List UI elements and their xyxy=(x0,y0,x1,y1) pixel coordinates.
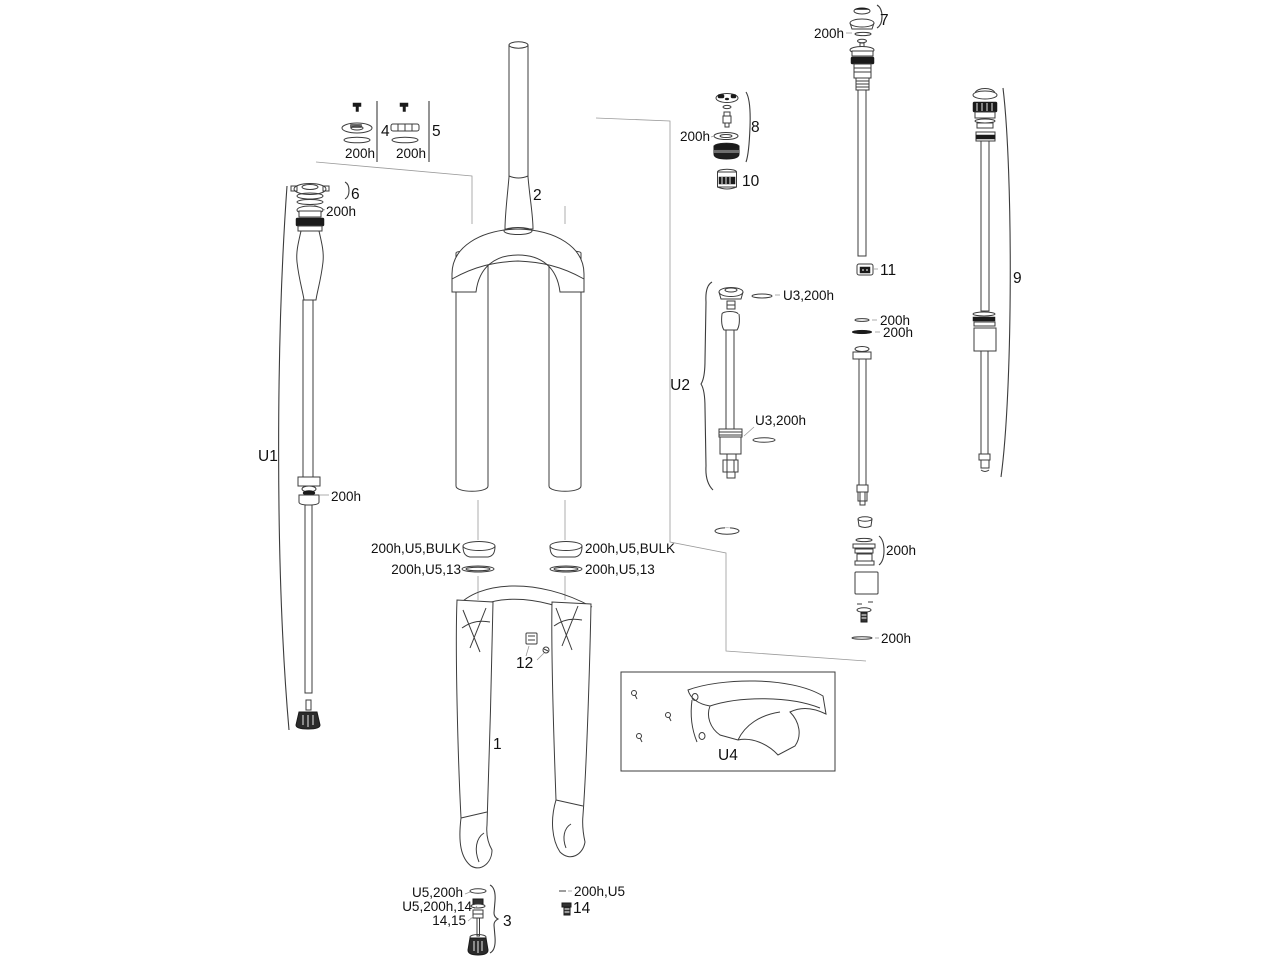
seal-stack-200h xyxy=(852,535,885,566)
part8-group xyxy=(710,91,751,163)
steerer-tube xyxy=(504,41,534,230)
part10-group xyxy=(717,168,737,190)
snap-ring xyxy=(714,527,740,535)
bolt-14 xyxy=(561,902,572,916)
u2-seal-ring-top xyxy=(751,293,780,299)
label-part11: 11 xyxy=(880,262,896,279)
u1-shaft-and-knob xyxy=(295,504,321,730)
bolt-part xyxy=(856,601,873,623)
csu-part2 xyxy=(451,41,585,492)
part9-assembly xyxy=(972,87,1011,478)
damper-upper-shaft xyxy=(849,46,875,257)
label-part1: 1 xyxy=(493,736,502,753)
label-part7: 7 xyxy=(880,12,889,29)
label-200h-washer: 200h xyxy=(881,631,911,646)
label-u4: U4 xyxy=(718,747,738,764)
label-200h-part5: 200h xyxy=(396,146,426,161)
label-u2: U2 xyxy=(670,377,690,394)
label-foam-left: 200h,U5,13 xyxy=(391,562,461,577)
label-part14: 14 xyxy=(573,900,591,917)
label-part6: 6 xyxy=(351,186,360,203)
label-part9: 9 xyxy=(1013,270,1022,287)
label-200h-ring2: 200h xyxy=(883,325,913,340)
u1-upper-tube xyxy=(295,205,325,478)
label-u1: U1 xyxy=(258,448,278,465)
part7-group xyxy=(846,4,883,48)
u2-bottom-piston xyxy=(718,426,776,479)
label-foam-right: 200h,U5,13 xyxy=(585,562,655,577)
u2-air-spring xyxy=(700,281,780,535)
thin-washer-200h xyxy=(851,636,879,640)
label-u5-200h: U5,200h xyxy=(412,885,463,900)
label-bulk-left: 200h,U5,BULK xyxy=(371,541,461,556)
fender-screws xyxy=(631,690,672,743)
label-200h-stack: 200h xyxy=(886,543,916,558)
label-bulk-right: 200h,U5,BULK xyxy=(585,541,675,556)
lower-leg-left xyxy=(455,599,494,869)
part12-clamp xyxy=(525,632,550,661)
label-14-15: 14,15 xyxy=(432,913,466,928)
part5-group xyxy=(390,101,430,162)
dust-seal-left xyxy=(462,541,496,558)
label-part8: 8 xyxy=(751,119,760,136)
label-200h-part6: 200h xyxy=(326,204,356,219)
label-200h-ring1: 200h xyxy=(880,313,910,328)
fork-crown xyxy=(451,227,585,293)
foam-ring-right xyxy=(549,565,583,573)
label-u3-200h-top: U3,200h xyxy=(783,288,834,303)
seal-group xyxy=(461,500,583,600)
part4-group xyxy=(341,101,378,162)
u4-fender-box xyxy=(620,671,836,772)
dust-seal-right xyxy=(549,541,583,558)
lowers-part1 xyxy=(455,585,593,869)
u2-top-cap xyxy=(718,287,744,310)
u2-shaft xyxy=(721,311,740,430)
square-block xyxy=(854,571,879,595)
part3-group xyxy=(464,884,500,956)
label-200h-part7: 200h xyxy=(814,26,844,41)
label-u5-200h-14: U5,200h,14 xyxy=(402,899,472,914)
label-part3: 3 xyxy=(503,913,512,930)
u1-piston xyxy=(297,476,329,506)
label-part10: 10 xyxy=(742,173,760,190)
label-u3-200h-bottom: U3,200h xyxy=(755,413,806,428)
lower-leg-right xyxy=(551,601,592,858)
label-part4: 4 xyxy=(381,123,390,140)
u1-damper-assembly xyxy=(278,181,350,731)
rebound-shaft-assembly xyxy=(851,318,880,506)
foam-ring-left xyxy=(461,565,495,573)
label-200h-part4: 200h xyxy=(345,146,375,161)
label-part5: 5 xyxy=(432,123,441,140)
label-part2: 2 xyxy=(533,187,542,204)
label-200h-u5: 200h,U5 xyxy=(574,884,625,899)
labels: 4 5 200h 200h 6 200h 2 U1 200h 7 200h 20… xyxy=(258,12,1022,930)
label-part12: 12 xyxy=(516,655,533,672)
leader-lines xyxy=(315,117,867,662)
bottom-right-parts xyxy=(559,890,572,916)
cup-part xyxy=(857,516,873,528)
part11-group xyxy=(856,263,878,276)
label-200h-part8: 200h xyxy=(680,129,710,144)
right-lower-stack xyxy=(851,516,885,640)
fender xyxy=(687,680,827,756)
label-200h-u1-piston: 200h xyxy=(331,489,361,504)
